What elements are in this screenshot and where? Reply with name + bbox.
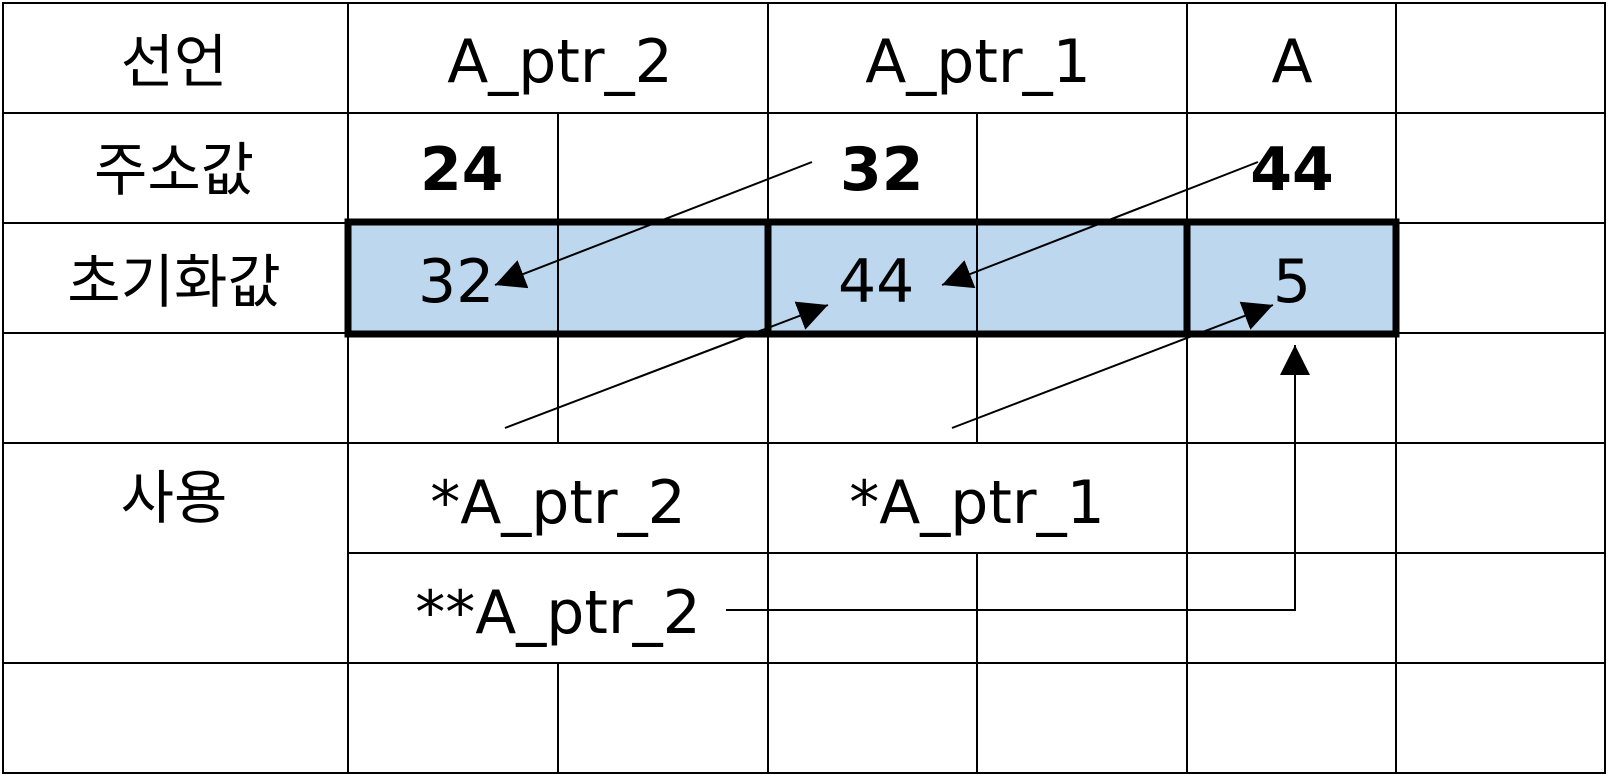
pointer-arrows [494, 161, 1310, 611]
address-a-ptr-1: 32 [840, 135, 924, 205]
init-cell-borders [344, 218, 1400, 338]
row-label-usage: 사용 [121, 464, 228, 532]
decl-a-ptr-2: A_ptr_2 [447, 27, 673, 97]
arrow-double-deref-to-a [726, 345, 1310, 611]
arrow-deref-ptr1-to-init5 [951, 301, 1274, 429]
usage-double-deref-a-ptr-2: **A_ptr_2 [415, 578, 701, 648]
row-label-init-value: 초기화값 [67, 248, 280, 316]
usage-deref-a-ptr-1: *A_ptr_1 [849, 468, 1105, 538]
arrow-addr32-to-init32 [494, 161, 813, 289]
init-value-a: 5 [1273, 247, 1311, 317]
arrow-deref-ptr2-to-init44 [504, 301, 829, 429]
row-label-address: 주소값 [94, 136, 254, 204]
address-a-ptr-2: 24 [420, 135, 504, 205]
usage-deref-a-ptr-2: *A_ptr_2 [430, 468, 686, 538]
decl-a: A [1271, 27, 1312, 97]
init-value-a-ptr-2: 32 [418, 247, 494, 317]
address-a: 44 [1250, 135, 1334, 205]
row-label-declaration: 선언 [121, 28, 228, 96]
arrow-addr44-to-init44 [941, 161, 1259, 289]
init-value-a-ptr-1: 44 [838, 247, 914, 317]
decl-a-ptr-1: A_ptr_1 [865, 27, 1091, 97]
